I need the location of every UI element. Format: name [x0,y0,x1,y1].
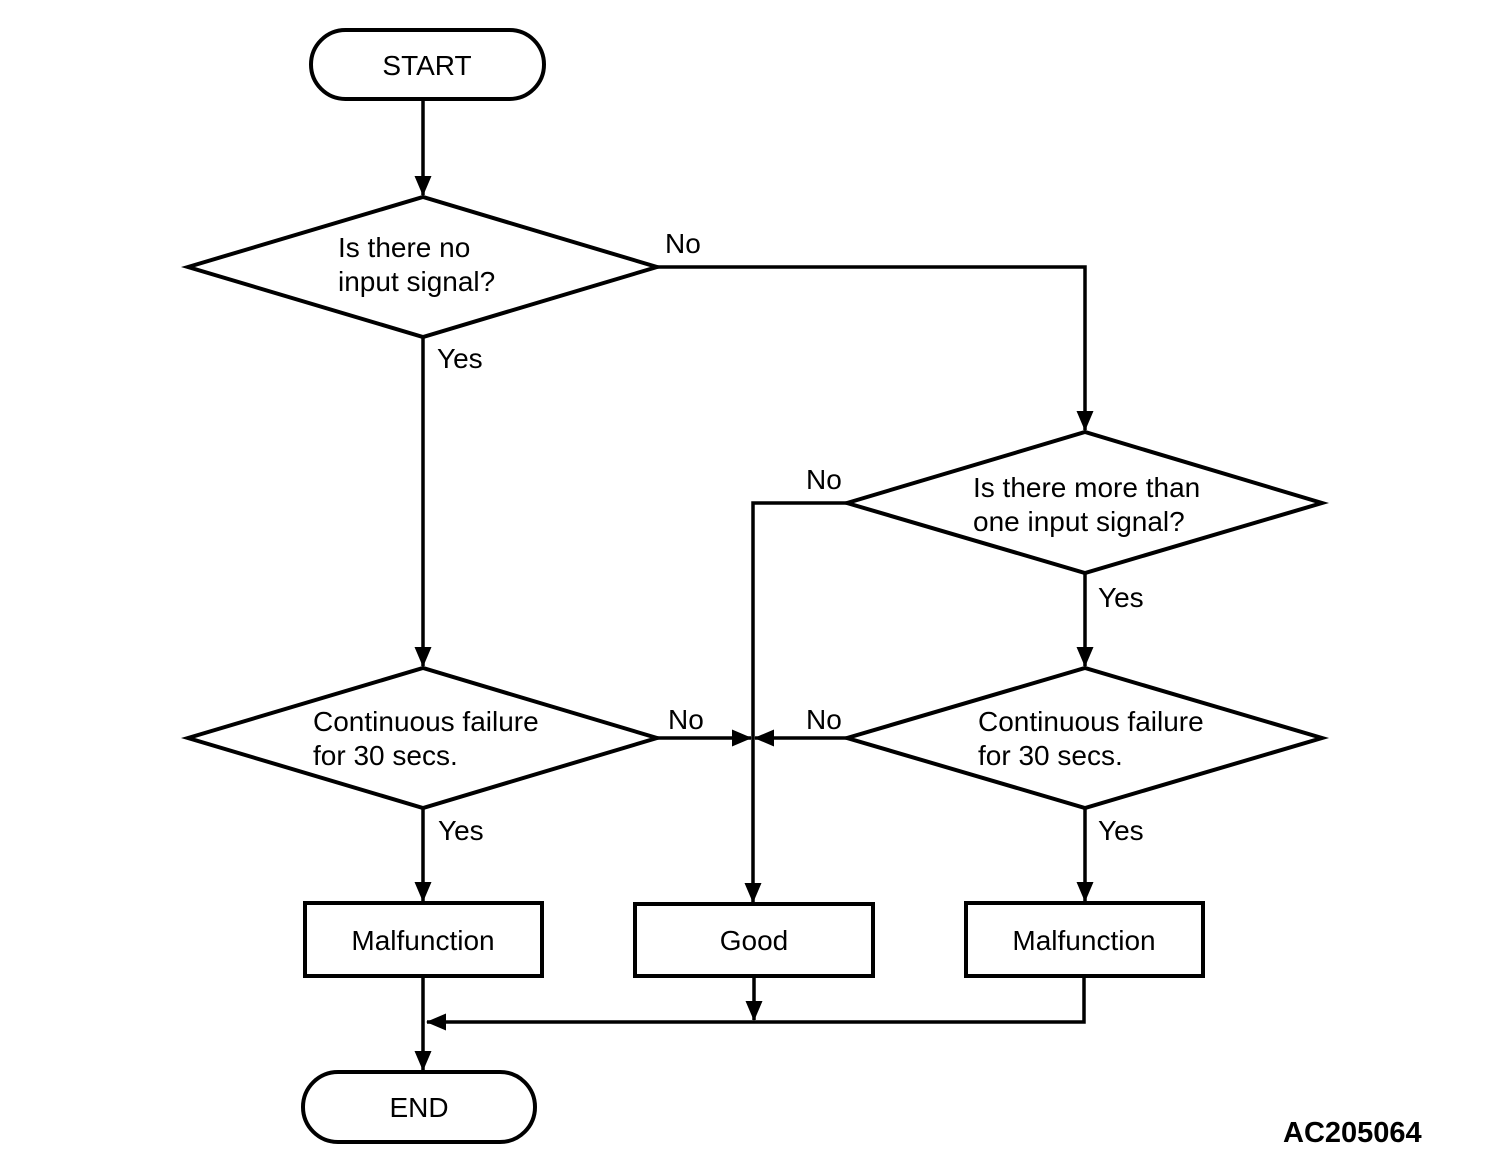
multi-input-decision-line2: one input signal? [973,506,1185,537]
cont-fail-right-line2: for 30 secs. [978,740,1123,771]
malfunction-left-label: Malfunction [351,925,494,956]
edge-malfunction-right-collector [426,976,1086,1031]
malfunction-right-box [964,901,1205,978]
multi-input-decision-line1: Is there more than [973,472,1200,503]
label-multi-input-no: No [806,464,842,495]
cont-fail-left-decision [180,665,664,811]
cont-fail-right-line1: Continuous failure [978,706,1204,737]
no-input-decision [180,194,664,340]
good-box [633,902,875,978]
start-node-label: START [382,50,471,81]
label-cont-fail-left-yes: Yes [438,815,484,846]
multi-input-decision [839,429,1330,576]
malfunction-right-label: Malfunction [1012,925,1155,956]
good-box-label: Good [720,925,789,956]
start-node [309,28,546,101]
edge-multi-input-no-branch [744,501,847,903]
malfunction-left-box [303,901,544,978]
cont-fail-left-line1: Continuous failure [313,706,539,737]
edge-no-input-no-branch [657,265,1094,431]
figure-code: AC205064 [1283,1117,1422,1149]
cont-fail-left-line2: for 30 secs. [313,740,458,771]
label-no-input-no: No [665,228,701,259]
label-no-input-yes: Yes [437,343,483,374]
label-multi-input-yes: Yes [1098,582,1144,613]
no-input-decision-line1: Is there no [338,232,470,263]
no-input-decision-line2: input signal? [338,266,495,297]
end-node [301,1070,537,1144]
cont-fail-right-decision [839,665,1330,811]
end-node-label: END [389,1092,448,1123]
label-cont-fail-right-no: No [806,704,842,735]
label-cont-fail-left-no: No [668,704,704,735]
label-cont-fail-right-yes: Yes [1098,815,1144,846]
